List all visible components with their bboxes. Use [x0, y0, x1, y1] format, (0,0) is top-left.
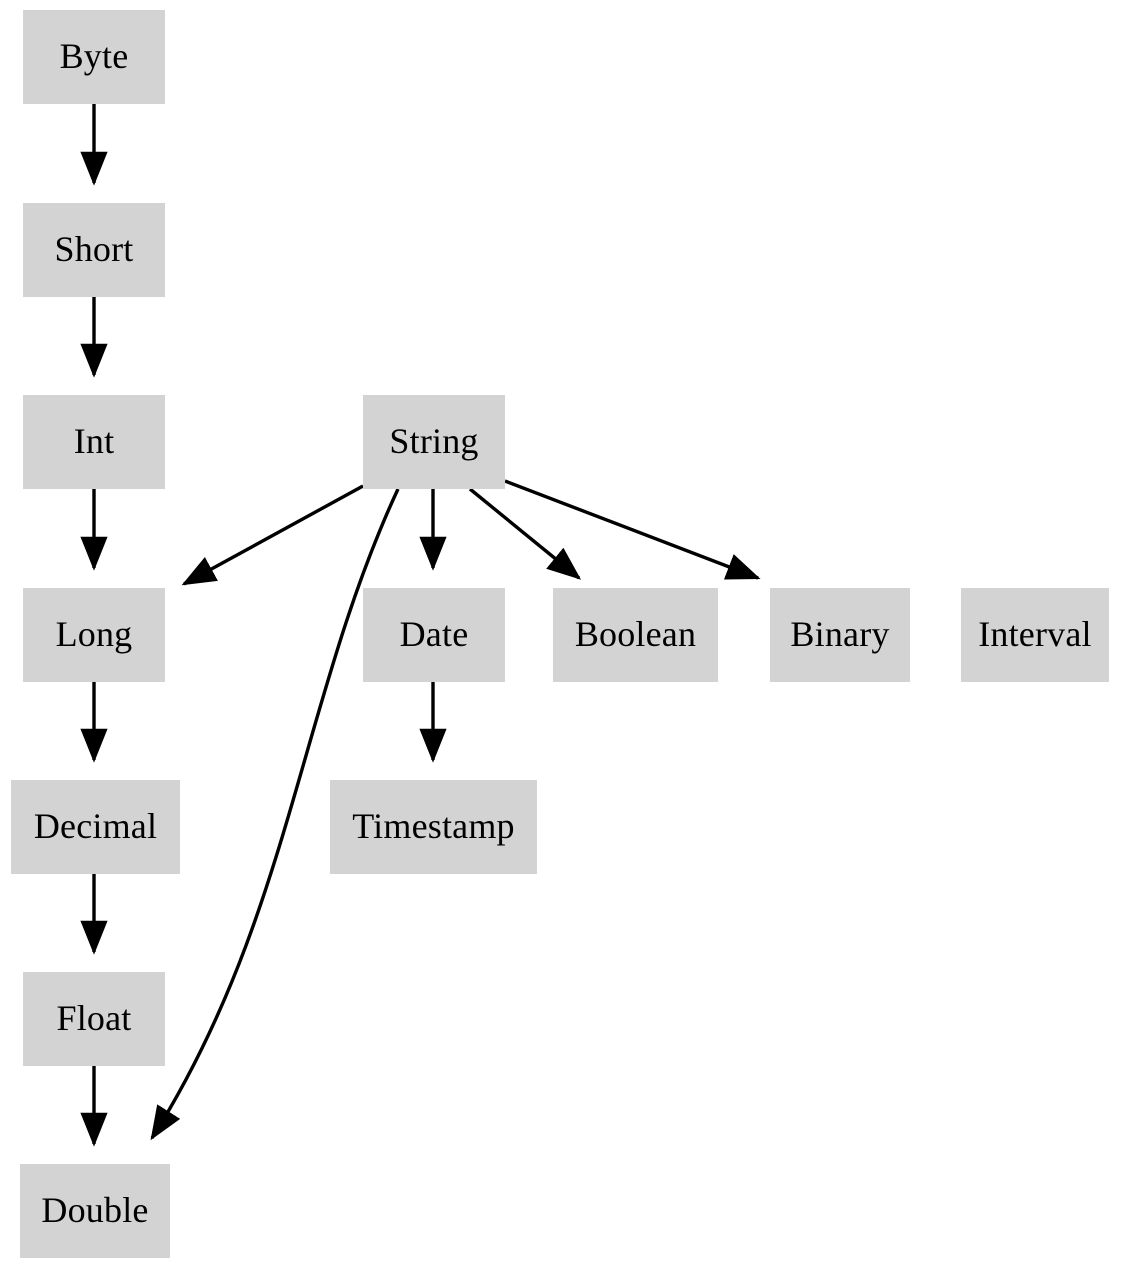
node-int[interactable]: Int	[23, 395, 165, 489]
node-label: Short	[54, 229, 134, 269]
node-decimal[interactable]: Decimal	[11, 780, 180, 874]
node-short[interactable]: Short	[23, 203, 165, 297]
node-double[interactable]: Double	[20, 1164, 170, 1258]
node-label: Date	[399, 614, 469, 654]
node-date[interactable]: Date	[363, 588, 505, 682]
node-label: Int	[73, 421, 115, 461]
node-label: Long	[55, 614, 133, 654]
node-string[interactable]: String	[363, 395, 505, 489]
node-label: Boolean	[574, 614, 697, 654]
node-label: Timestamp	[352, 806, 515, 846]
node-label: String	[389, 421, 479, 461]
node-binary[interactable]: Binary	[770, 588, 910, 682]
node-label: Float	[56, 998, 132, 1038]
edge-string-binary	[504, 479, 761, 580]
edge-string-long	[181, 484, 364, 586]
node-boolean[interactable]: Boolean	[553, 588, 718, 682]
edge-string-boolean	[468, 487, 582, 580]
node-interval[interactable]: Interval	[961, 588, 1109, 682]
node-label: Double	[41, 1190, 149, 1230]
node-float[interactable]: Float	[23, 972, 165, 1066]
node-byte[interactable]: Byte	[23, 10, 165, 104]
node-label: Interval	[978, 614, 1092, 654]
node-long[interactable]: Long	[23, 588, 165, 682]
node-label: Byte	[59, 36, 129, 76]
node-label: Binary	[790, 614, 890, 654]
node-timestamp[interactable]: Timestamp	[330, 780, 537, 874]
node-label: Decimal	[33, 806, 158, 846]
